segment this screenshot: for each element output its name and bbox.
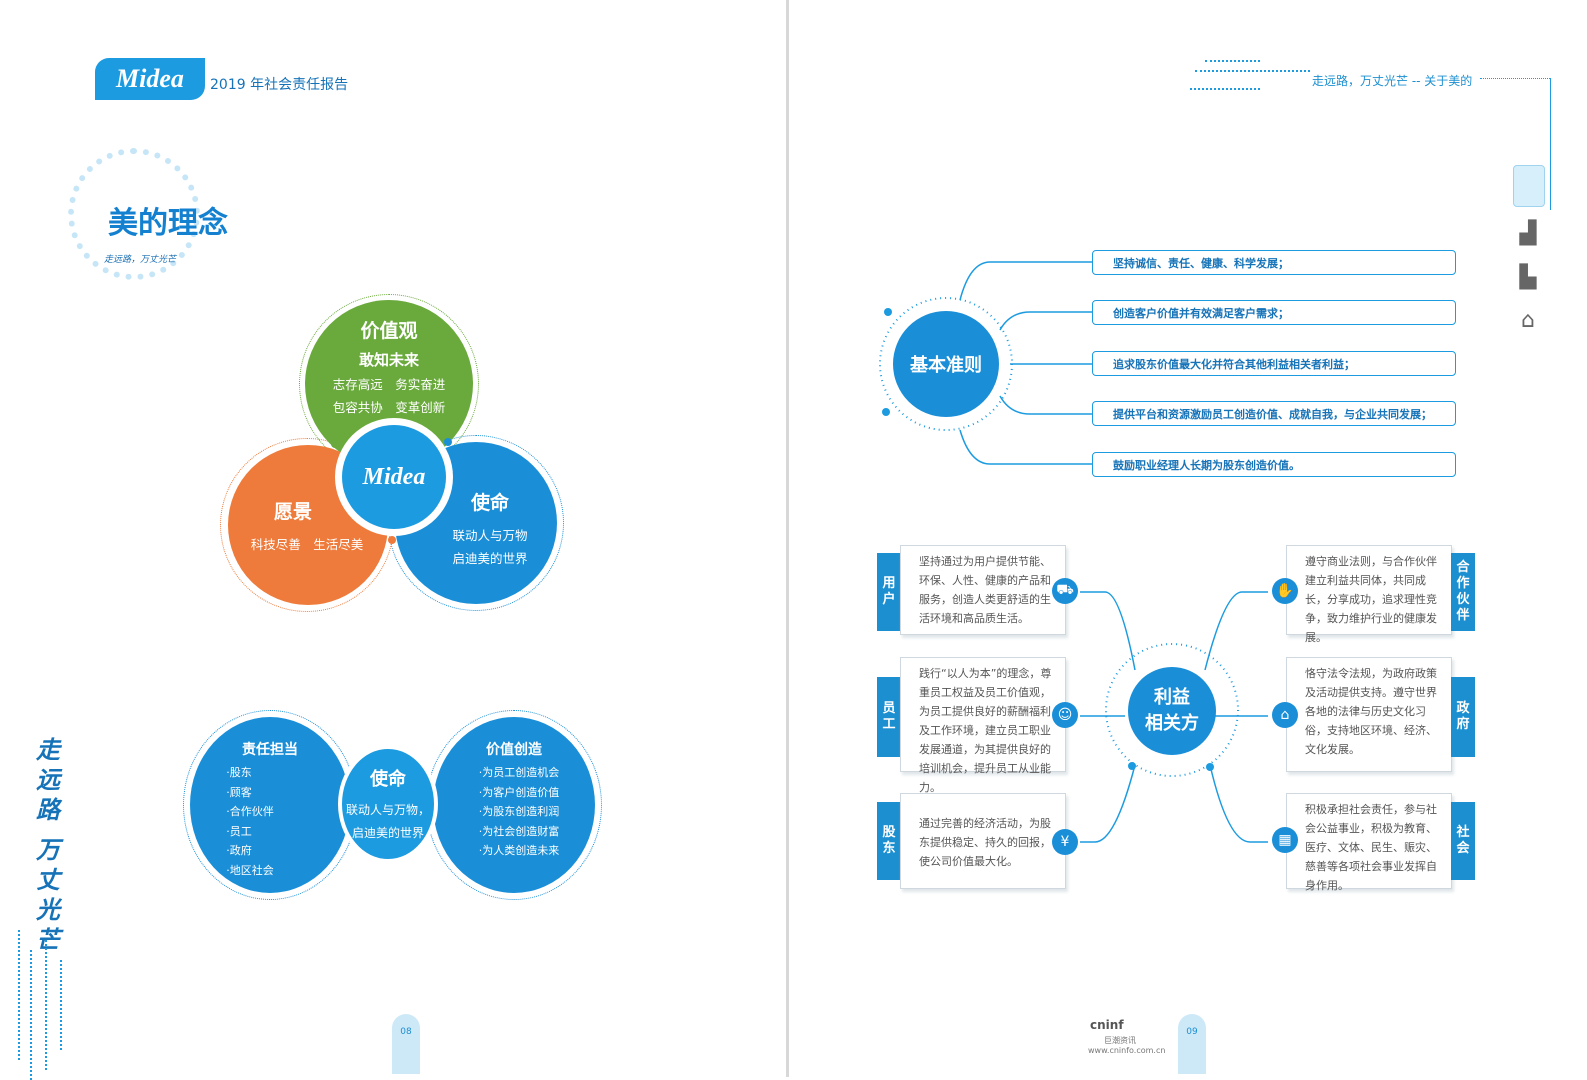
list-item: ·为客户创造价值	[478, 785, 560, 799]
mission-title: 使命	[470, 492, 509, 514]
decorative-dots	[1195, 70, 1310, 72]
watermark-sub: 巨潮资讯	[1104, 1036, 1136, 1045]
responsibility-circle: 责任担当 ·股东 ·顾客 ·合作伙伴 ·员工 ·政府 ·地区社会	[190, 717, 350, 893]
chart-icon[interactable]: ▟	[1519, 220, 1537, 246]
values-title: 价值观	[360, 320, 418, 342]
stakeholder-box-society: 积极承担社会责任，参与社会公益事业，积极为教育、医疗、文体、民生、赈灾、慈善等各…	[1286, 793, 1452, 892]
mission-line: 启迪美的世界	[452, 551, 528, 566]
side-nav-line	[1550, 78, 1551, 210]
stakeholder-tag-society: 社会	[1451, 802, 1475, 880]
decorative-dots	[1190, 88, 1260, 90]
stakeholders-hub: 利益 相关方	[1128, 667, 1216, 755]
decorative-dots	[30, 950, 34, 1080]
decorative-dot-ring	[68, 148, 200, 280]
list-item: ·政府	[226, 844, 252, 857]
value-creation-circle: 价值创造 ·为员工创造机会 ·为客户创造价值 ·为股东创造利润 ·为社会创造财富…	[433, 717, 595, 893]
stakeholder-tag-shareholders: 股东	[877, 802, 901, 880]
list-item: ·为人类创造未来	[478, 844, 560, 857]
home-icon[interactable]: ⌂	[1521, 307, 1535, 333]
page-number: 09	[1178, 1014, 1206, 1074]
values-line: 志存高远 务实奋进	[332, 377, 446, 392]
list-item: ·为员工创造机会	[478, 766, 560, 779]
list-item: ·合作伙伴	[226, 805, 274, 818]
decorative-dots	[60, 960, 64, 1050]
mission-line: 联动人与万物	[452, 528, 528, 543]
building-icon: ▦	[1272, 827, 1298, 853]
page-number: 08	[392, 1014, 420, 1074]
vision-title: 愿景	[273, 501, 312, 523]
vertical-brush-text: 走 远 路 万 丈 光 芒	[36, 735, 60, 954]
mission-center-line: 启迪美的世界	[351, 826, 424, 840]
dot-marker	[444, 438, 452, 446]
value-creation-title: 价值创造	[486, 742, 542, 758]
stakeholder-box-users: 坚持通过为用户提供节能、环保、人性、健康的产品和服务，创造人类更舒适的生活环境和…	[900, 545, 1066, 635]
dot-marker	[388, 536, 396, 544]
principle-item: 鼓励职业经理人长期为股东创造价值。	[1092, 452, 1456, 477]
government-building-icon: ⌂	[1272, 702, 1298, 728]
mission-center-title: 使命	[370, 769, 406, 790]
watermark-logo: cninf	[1090, 1018, 1124, 1032]
principle-item: 追求股东价值最大化并符合其他利益相关者利益；	[1092, 351, 1456, 376]
stakeholder-box-shareholders: 通过完善的经济活动，为股东提供稳定、持久的回报，使公司价值最大化。	[900, 793, 1066, 889]
report-title: 2019 年社会责任报告	[210, 77, 349, 93]
principle-item: 创造客户价值并有效满足客户需求；	[1092, 300, 1456, 325]
list-item: ·为股东创造利润	[478, 805, 560, 818]
decorative-dots	[18, 930, 22, 1060]
list-item: ·顾客	[226, 785, 252, 799]
stakeholder-tag-users: 用户	[877, 553, 901, 631]
stakeholder-tag-government: 政府	[1451, 677, 1475, 757]
dot-marker	[331, 440, 339, 448]
handshake-icon: ✋	[1272, 578, 1298, 604]
decorative-dots	[1205, 60, 1260, 62]
list-item: ·为社会创造财富	[478, 824, 560, 838]
section-title: 美的理念	[108, 206, 228, 241]
mission-center-line: 联动人与万物，	[345, 803, 430, 817]
stakeholder-box-employees: 践行“以人为本”的理念，尊重员工权益及员工价值观，为员工提供良好的薪酬福利及工作…	[900, 657, 1066, 794]
shopping-cart-icon: ⛟	[1052, 578, 1078, 604]
principle-item: 提供平台和资源激励员工创造价值、成就自我，与企业共同发展；	[1092, 401, 1456, 426]
brush-caption: 走远路，万丈光芒	[104, 255, 177, 265]
values-subtitle: 敢知未来	[358, 351, 419, 369]
decorative-dots	[45, 940, 49, 1070]
header-slogan: 走远路，万丈光芒 -- 关于美的	[1312, 74, 1473, 88]
list-item: ·地区社会	[226, 863, 274, 877]
header-line	[1480, 78, 1550, 79]
page-spine	[786, 0, 789, 1077]
stakeholder-tag-employees: 员工	[877, 677, 901, 757]
responsibility-title: 责任担当	[242, 742, 298, 758]
money-icon: ¥	[1052, 829, 1078, 855]
stakeholder-box-partners: 遵守商业法则，与合作伙伴建立利益共同体，共同成长，分享成功，追求理性竞争，致力维…	[1286, 545, 1452, 644]
city-icon[interactable]: ▙	[1519, 264, 1537, 290]
list-item: ·员工	[226, 824, 252, 838]
people-icon: ☺	[1052, 702, 1078, 728]
stakeholder-box-government: 恪守法令法规，为政府政策及活动提供支持。遵守世界各地的法律与历史文化习俗，支持地…	[1286, 657, 1452, 772]
stakeholder-tag-partners: 合作伙伴	[1451, 553, 1475, 631]
connector-lines	[879, 261, 1268, 843]
list-item: ·股东	[226, 766, 252, 779]
center-logo: Midea	[342, 425, 446, 529]
watermark-url: www.cninfo.com.cn	[1088, 1046, 1166, 1055]
vision-line: 科技尽善 生活尽美	[250, 537, 364, 552]
principles-hub: 基本准则	[893, 311, 999, 417]
midea-logo: Midea	[95, 58, 205, 100]
values-line: 包容共协 变革创新	[332, 400, 446, 415]
principle-item: 坚持诚信、责任、健康、科学发展；	[1092, 250, 1456, 275]
mission-center-circle: 使命 联动人与万物， 启迪美的世界	[338, 745, 438, 863]
side-nav-active-icon[interactable]	[1513, 165, 1545, 207]
